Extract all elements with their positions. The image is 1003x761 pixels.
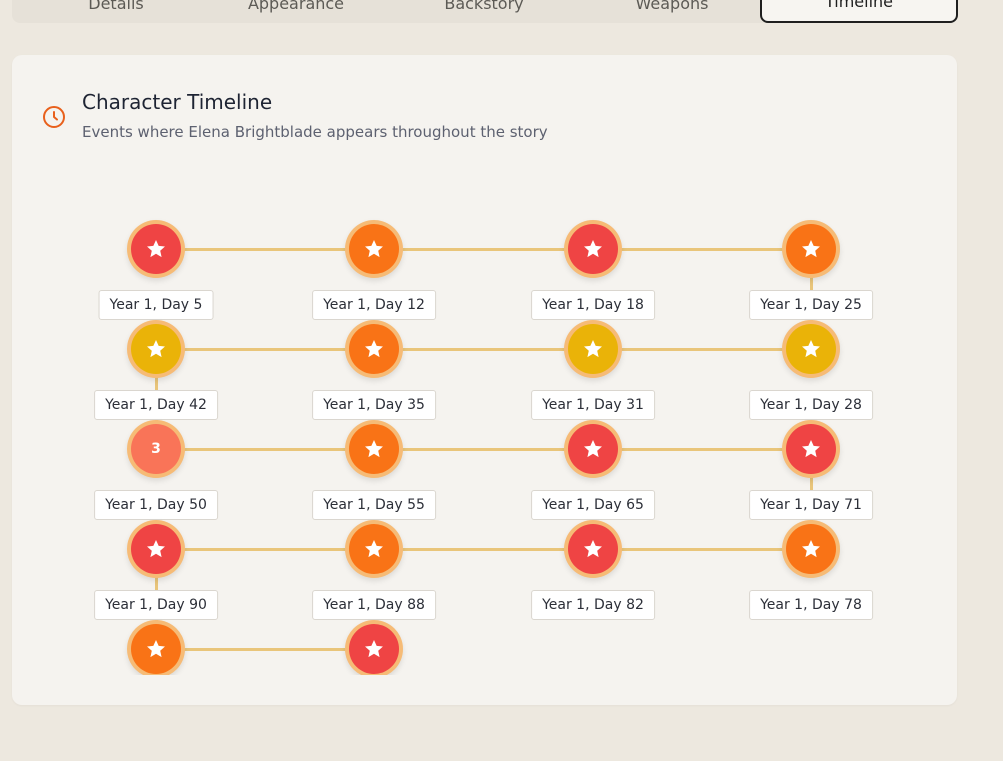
timeline-card: Character Timeline Events where Elena Br… bbox=[12, 55, 957, 705]
star-icon bbox=[363, 638, 385, 660]
star-icon bbox=[800, 338, 822, 360]
tab-timeline[interactable]: Timeline bbox=[760, 0, 958, 23]
timeline-connector bbox=[156, 248, 811, 251]
star-icon bbox=[582, 338, 604, 360]
timeline-event-date[interactable]: Year 1, Day 31 bbox=[531, 390, 655, 420]
timeline-event-node[interactable]: 3 bbox=[127, 420, 185, 478]
clock-icon bbox=[43, 106, 65, 128]
star-icon bbox=[363, 538, 385, 560]
timeline-event-node[interactable] bbox=[345, 220, 403, 278]
timeline-event-node[interactable] bbox=[782, 320, 840, 378]
star-icon bbox=[582, 438, 604, 460]
star-icon bbox=[145, 238, 167, 260]
star-icon bbox=[363, 338, 385, 360]
star-icon bbox=[582, 238, 604, 260]
tab-backstory[interactable]: Backstory bbox=[444, 0, 524, 13]
timeline-event-date[interactable]: Year 1, Day 55 bbox=[312, 490, 436, 520]
timeline-event-date[interactable]: Year 1, Day 88 bbox=[312, 590, 436, 620]
tab-bar: Details Appearance Backstory Weapons Tim… bbox=[12, 0, 958, 23]
star-icon bbox=[363, 438, 385, 460]
tab-appearance[interactable]: Appearance bbox=[247, 0, 345, 13]
tab-weapons[interactable]: Weapons bbox=[635, 0, 709, 13]
timeline-event-date[interactable]: Year 1, Day 90 bbox=[94, 590, 218, 620]
timeline-event-date[interactable]: Year 1, Day 78 bbox=[749, 590, 873, 620]
timeline-event-node[interactable] bbox=[564, 320, 622, 378]
timeline-event-node[interactable] bbox=[564, 420, 622, 478]
star-icon bbox=[800, 438, 822, 460]
timeline-event-node[interactable] bbox=[127, 520, 185, 578]
timeline-event-date[interactable]: Year 1, Day 50 bbox=[94, 490, 218, 520]
timeline-event-node[interactable] bbox=[782, 220, 840, 278]
timeline-event-node[interactable] bbox=[345, 320, 403, 378]
timeline-event-node[interactable] bbox=[345, 620, 403, 675]
star-icon bbox=[363, 238, 385, 260]
timeline-title: Character Timeline bbox=[82, 90, 273, 114]
timeline-event-date[interactable]: Year 1, Day 5 bbox=[98, 290, 214, 320]
timeline-event-node[interactable] bbox=[127, 320, 185, 378]
star-icon bbox=[800, 238, 822, 260]
timeline-event-date[interactable]: Year 1, Day 18 bbox=[531, 290, 655, 320]
timeline-event-node[interactable] bbox=[564, 520, 622, 578]
timeline-track: Year 1, Day 5 Year 1, Day 12 Year 1, Day 1… bbox=[12, 55, 957, 675]
timeline-event-date[interactable]: Year 1, Day 28 bbox=[749, 390, 873, 420]
timeline-event-date[interactable]: Year 1, Day 71 bbox=[749, 490, 873, 520]
timeline-connector bbox=[156, 648, 374, 651]
timeline-connector bbox=[156, 448, 811, 451]
star-icon bbox=[145, 338, 167, 360]
timeline-subtitle: Events where Elena Brightblade appears t… bbox=[82, 123, 548, 141]
timeline-connector bbox=[156, 548, 811, 551]
timeline-event-node[interactable] bbox=[127, 220, 185, 278]
timeline-event-date[interactable]: Year 1, Day 35 bbox=[312, 390, 436, 420]
star-icon bbox=[145, 538, 167, 560]
event-count-badge: 3 bbox=[131, 424, 181, 474]
timeline-event-node[interactable] bbox=[127, 620, 185, 675]
timeline-event-date[interactable]: Year 1, Day 82 bbox=[531, 590, 655, 620]
star-icon bbox=[145, 638, 167, 660]
timeline-event-node[interactable] bbox=[782, 420, 840, 478]
star-icon bbox=[582, 538, 604, 560]
timeline-event-date[interactable]: Year 1, Day 65 bbox=[531, 490, 655, 520]
tab-details[interactable]: Details bbox=[88, 0, 144, 13]
star-icon bbox=[800, 538, 822, 560]
timeline-event-node[interactable] bbox=[782, 520, 840, 578]
timeline-event-date[interactable]: Year 1, Day 12 bbox=[312, 290, 436, 320]
timeline-event-node[interactable] bbox=[345, 420, 403, 478]
timeline-event-node[interactable] bbox=[345, 520, 403, 578]
timeline-event-date[interactable]: Year 1, Day 42 bbox=[94, 390, 218, 420]
timeline-event-date[interactable]: Year 1, Day 25 bbox=[749, 290, 873, 320]
timeline-connector bbox=[156, 348, 811, 351]
timeline-event-node[interactable] bbox=[564, 220, 622, 278]
